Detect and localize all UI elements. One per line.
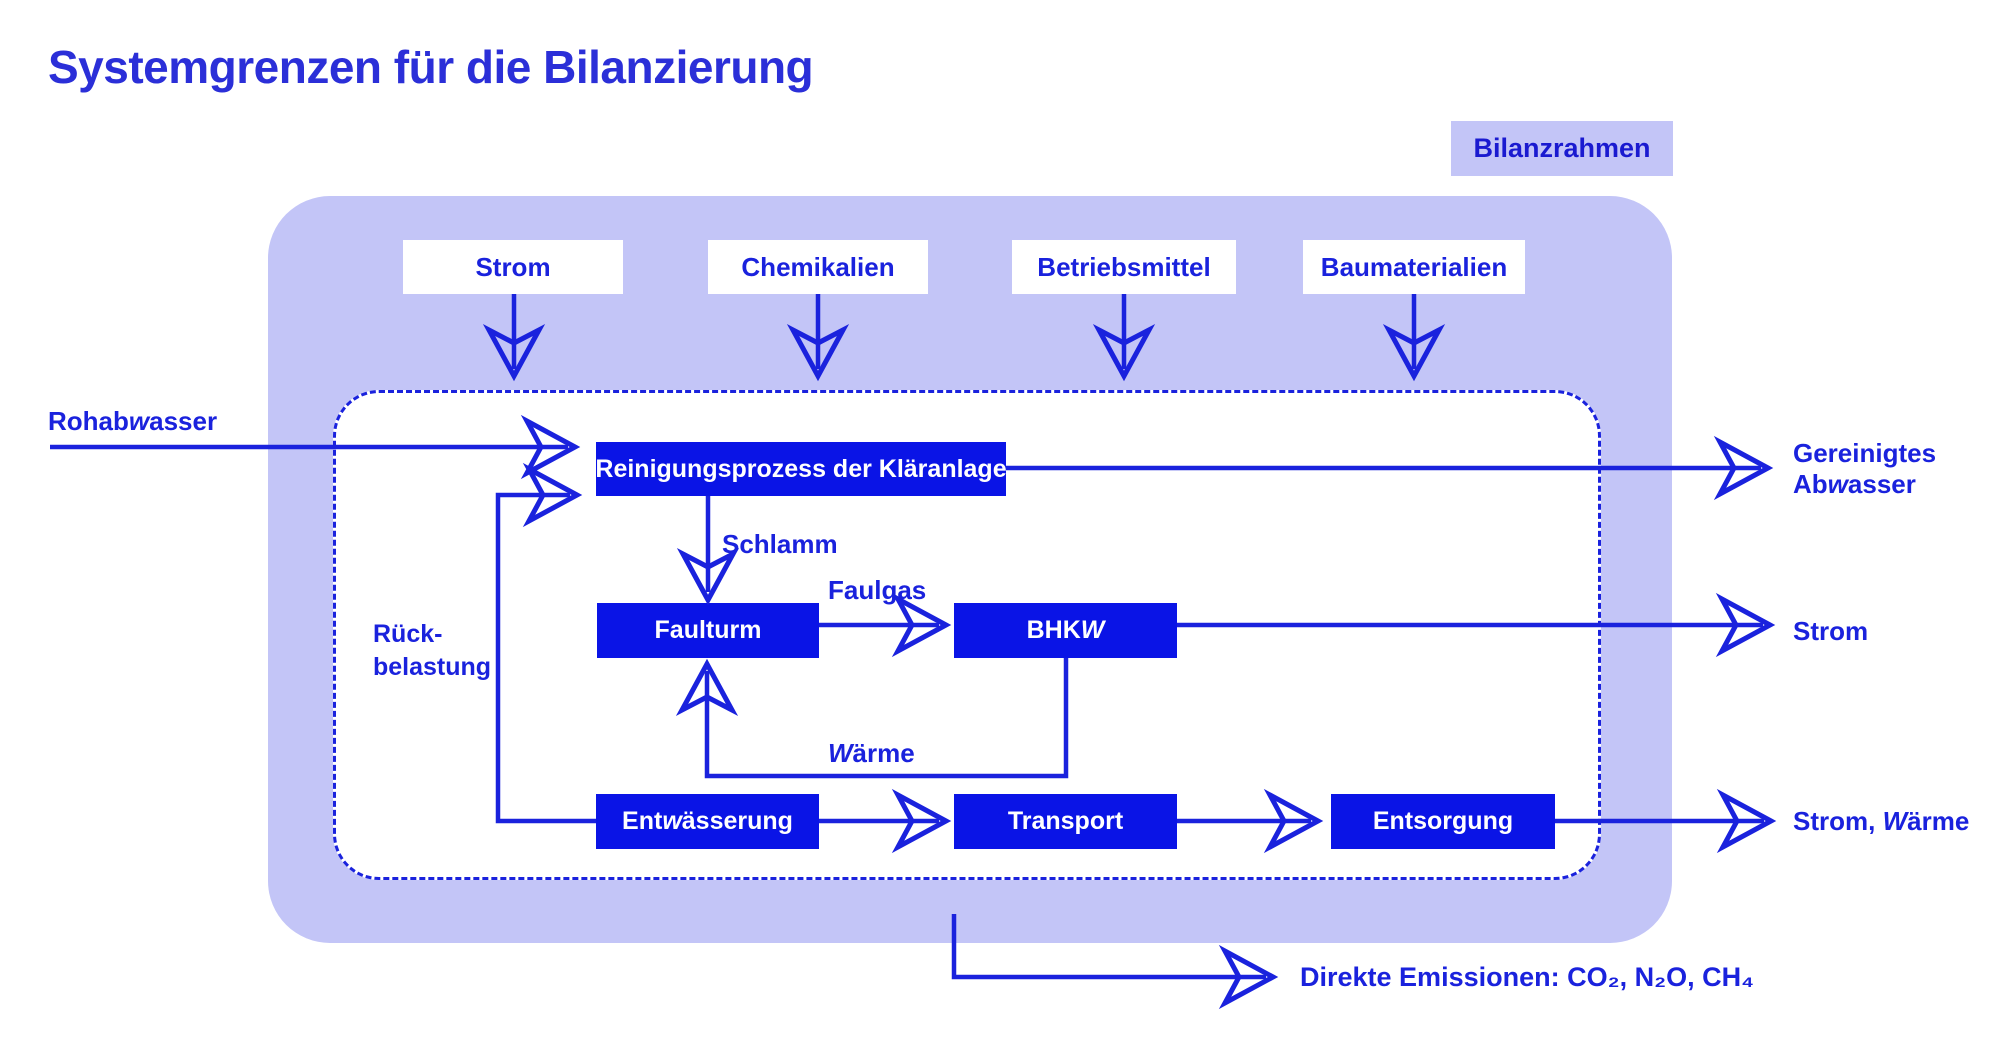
- label-sludge: Schlamm: [722, 529, 838, 559]
- label-raw-sewage: Rohabwasser: [48, 406, 218, 436]
- process-box-digester: Faulturm: [597, 603, 819, 658]
- label-output-power: Strom: [1793, 616, 1869, 646]
- label-output-treated: Gereinigtes Abwasser: [1793, 438, 1937, 499]
- label-output-power-heat: Strom, Wärme: [1793, 806, 1970, 836]
- process-box-disposal: Entsorgung: [1331, 794, 1555, 849]
- bilanzrahmen-label: Bilanzrahmen: [1451, 121, 1673, 176]
- label-digester-gas: Faulgas: [828, 575, 927, 605]
- page-title: Systemgrenzen für die Bilanzierung: [48, 41, 814, 93]
- input-box-chemikalien: Chemikalien: [708, 240, 928, 294]
- label-heat: Wärme: [828, 738, 915, 768]
- process-box-treatment: Reinigungsprozess der Kläranlage: [595, 442, 1007, 496]
- input-box-baumaterialien: Baumaterialien: [1303, 240, 1525, 294]
- label-return-load: Rück-belastung: [373, 620, 492, 681]
- input-box-strom: Strom: [403, 240, 623, 294]
- input-box-betriebsmittel: Betriebsmittel: [1012, 240, 1236, 294]
- label-direct-emissions: Direkte Emissionen: CO₂, N₂O, CH₄: [1300, 962, 1754, 992]
- process-box-transport: Transport: [954, 794, 1177, 849]
